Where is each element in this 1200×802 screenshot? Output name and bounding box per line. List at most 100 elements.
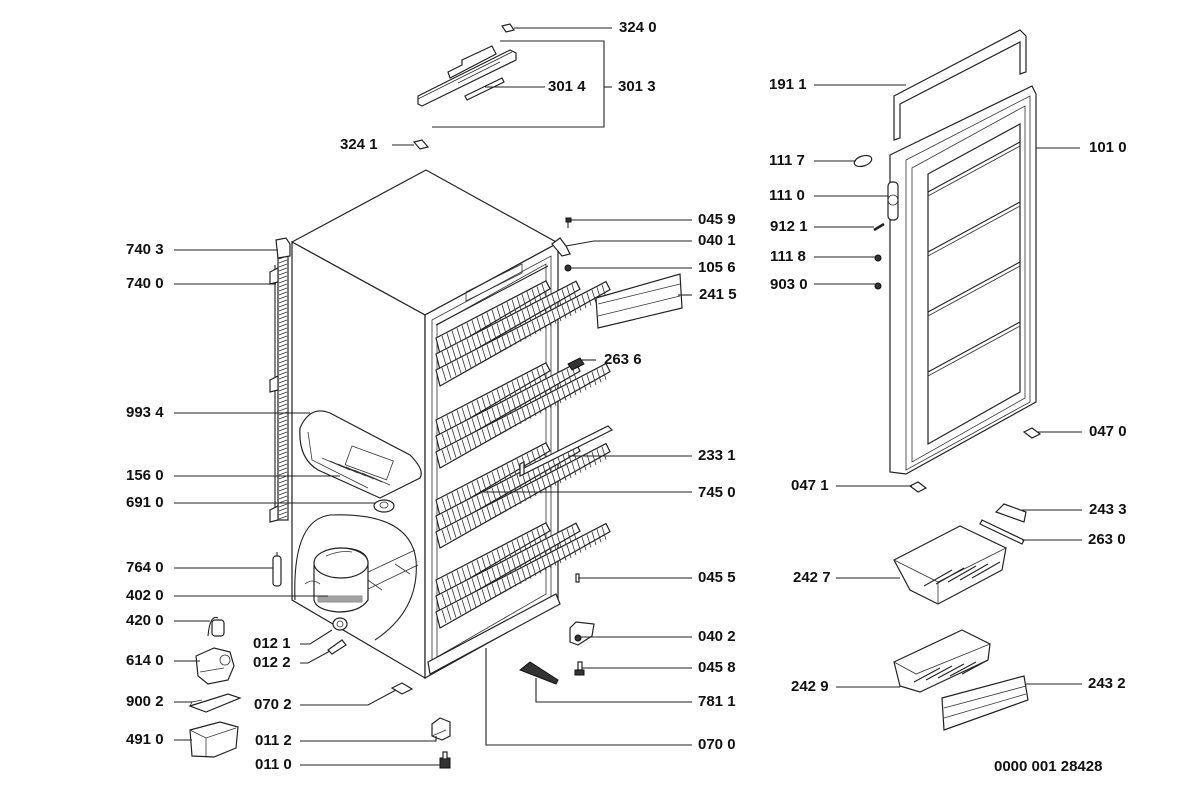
label-491-0: 491 0 (126, 731, 164, 748)
label-263-0: 263 0 (1088, 531, 1126, 548)
part-233-1 (518, 425, 614, 477)
wire-shelf (435, 362, 581, 453)
part-324-1 (392, 139, 430, 150)
label-263-6: 263 6 (604, 351, 642, 368)
door-gasket-191-1 (893, 29, 1027, 141)
label-070-2: 070 2 (254, 696, 292, 713)
label-040-2: 040 2 (698, 628, 736, 645)
label-047-1: 047 1 (791, 477, 829, 494)
wire-shelf (435, 442, 611, 549)
label-691-0: 691 0 (126, 494, 164, 511)
label-420-0: 420 0 (126, 612, 164, 629)
label-233-1: 233 1 (698, 447, 736, 464)
label-045-8: 045 8 (698, 659, 736, 676)
label-242-9: 242 9 (791, 678, 829, 695)
wire-shelf (435, 521, 551, 597)
part-912-1 (873, 222, 885, 232)
part-241-5 (595, 273, 683, 329)
part-324-0 (501, 23, 612, 33)
part-900-2 (188, 693, 242, 713)
part-243-3 (994, 503, 1027, 523)
label-191-1: 191 1 (769, 76, 807, 93)
part-263-0 (979, 519, 1025, 545)
label-301-4: 301 4 (548, 78, 586, 95)
wire-shelf (435, 362, 611, 469)
drawer-242-9 (893, 629, 991, 693)
part-614-0 (195, 647, 235, 685)
label-243-2: 243 2 (1088, 675, 1126, 692)
part-781-1 (519, 661, 559, 685)
wire-shelf (435, 361, 551, 437)
wire-shelf (435, 280, 611, 387)
leader-lines (174, 84, 1082, 766)
label-745-0: 745 0 (698, 484, 736, 501)
part-047-0 (1022, 427, 1042, 439)
wire-shelf (435, 442, 581, 533)
drawer-front-243-2 (941, 675, 1029, 731)
drip-tray-993-4 (299, 410, 422, 513)
part-047-1 (908, 481, 928, 493)
part-111-0 (887, 181, 899, 221)
label-764-0: 764 0 (126, 559, 164, 576)
label-903-0: 903 0 (770, 276, 808, 293)
label-105-6: 105 6 (698, 259, 736, 276)
label-101-0: 101 0 (1089, 139, 1127, 156)
label-111-8: 111 8 (770, 248, 806, 265)
part-070-2 (390, 682, 414, 695)
part-045-8 (574, 661, 585, 676)
label-900-2: 900 2 (126, 693, 164, 710)
label-324-1: 324 1 (340, 136, 378, 153)
label-242-7: 242 7 (793, 569, 831, 586)
part-301-3-panel (417, 45, 517, 107)
label-040-1: 040 1 (698, 232, 736, 249)
wire-shelf (435, 280, 581, 371)
part-764-0 (272, 552, 282, 587)
label-070-0: 070 0 (698, 736, 736, 753)
label-301-3: 301 3 (618, 78, 656, 95)
label-045-5: 045 5 (698, 569, 736, 586)
label-241-5: 241 5 (699, 286, 737, 303)
label-243-3: 243 3 (1089, 501, 1127, 518)
part-040-2 (569, 621, 595, 646)
label-012-1: 012 1 (253, 635, 291, 652)
label-111-0: 111 0 (769, 187, 805, 204)
part-903-0 (874, 282, 882, 290)
part-111-8 (874, 254, 882, 262)
label-614-0: 614 0 (126, 652, 164, 669)
wire-shelf (435, 522, 611, 629)
label-402-0: 402 0 (126, 587, 164, 604)
label-740-0: 740 0 (126, 275, 164, 292)
label-011-2: 011 2 (255, 732, 292, 749)
label-111-7: 111 7 (769, 152, 805, 169)
label-324-0: 324 0 (619, 19, 657, 36)
part-040-1 (551, 237, 571, 257)
label-011-0: 011 0 (255, 756, 292, 773)
bracket-301-3 (432, 40, 612, 128)
wire-shelves (435, 279, 611, 629)
part-011-0 (439, 751, 451, 769)
part-491-0 (189, 721, 239, 758)
part-012-1 (332, 617, 348, 631)
part-111-7 (853, 154, 873, 168)
label-012-2: 012 2 (253, 654, 291, 671)
wire-shelf (435, 522, 581, 613)
part-012-2 (327, 639, 347, 655)
condenser-740-0 (269, 237, 291, 523)
label-993-4: 993 4 (126, 404, 164, 421)
label-047-0: 047 0 (1089, 423, 1127, 440)
label-781-1: 781 1 (698, 693, 736, 710)
label-740-3: 740 3 (126, 241, 164, 258)
wire-shelf (435, 441, 551, 517)
label-045-9: 045 9 (698, 211, 736, 228)
label-156-0: 156 0 (126, 467, 164, 484)
part-420-0 (207, 616, 225, 637)
wire-shelf (435, 279, 551, 355)
door-101-0 (889, 85, 1037, 475)
document-id: 0000 001 28428 (994, 758, 1103, 775)
drawer-242-7 (893, 525, 1007, 605)
label-912-1: 912 1 (770, 218, 808, 235)
part-011-2 (431, 717, 451, 741)
part-263-6 (567, 357, 585, 371)
